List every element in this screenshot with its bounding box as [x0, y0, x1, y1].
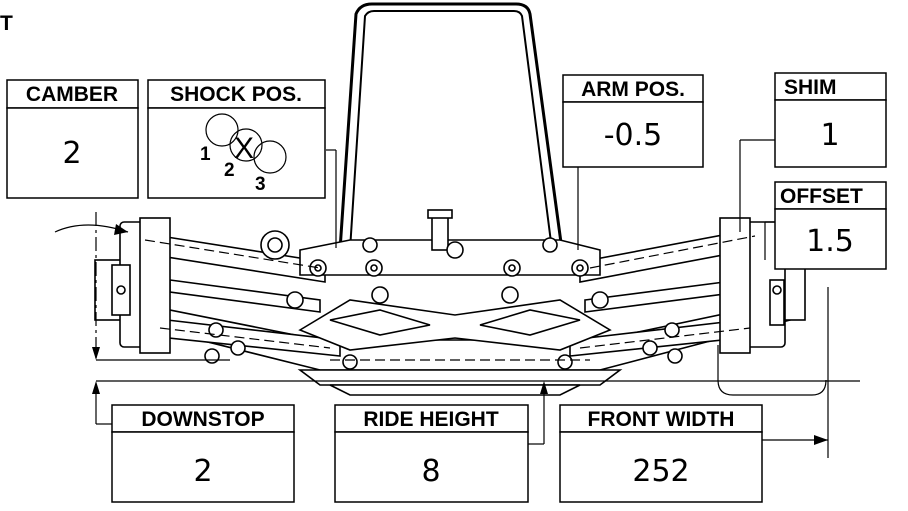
camber-label: CAMBER [26, 83, 118, 106]
front-width-label: FRONT WIDTH [588, 408, 735, 431]
downstop-box: DOWNSTOP 2 [111, 404, 295, 503]
ride-height-value-cell [334, 431, 529, 503]
shock-pos-marker: X [234, 132, 254, 165]
shim-value: 1 [820, 118, 839, 153]
shock-pos-box: SHOCK POS. X 1 2 3 [147, 79, 326, 199]
ride-height-header-cell [334, 404, 529, 433]
downstop-label: DOWNSTOP [141, 408, 264, 431]
camber-value-cell [6, 107, 139, 199]
downstop-header-cell [111, 404, 295, 433]
shock-hole-circles [205, 113, 287, 174]
camber-box: CAMBER 2 [6, 79, 139, 199]
offset-label: OFFSET [780, 185, 863, 208]
downstop-value: 2 [193, 454, 212, 489]
camber-value: 2 [62, 136, 81, 171]
dimension-lines [54, 139, 860, 458]
ride-height-value: 8 [421, 454, 440, 489]
shim-label: SHIM [784, 76, 837, 99]
front-width-value: 252 [632, 454, 689, 489]
ride-height-box: RIDE HEIGHT 8 [334, 404, 529, 503]
shock-pos-1: 1 [200, 144, 211, 165]
offset-value: 1.5 [806, 224, 854, 259]
shock-pos-label: SHOCK POS. [170, 83, 302, 106]
corner-label: T [0, 12, 13, 35]
arm-pos-label: ARM POS. [581, 78, 685, 101]
camber-header-cell [6, 79, 139, 109]
arm-pos-value: -0.5 [604, 118, 663, 153]
arm-pos-box: ARM POS. -0.5 [562, 74, 704, 168]
offset-value-cell [774, 208, 887, 270]
car-line-art [94, 2, 806, 396]
shim-box: SHIM 1 [774, 72, 887, 168]
front-width-box: FRONT WIDTH 252 [559, 404, 763, 503]
shock-pos-3: 3 [255, 174, 266, 195]
arm-pos-value-cell [562, 101, 704, 168]
front-width-header-cell [559, 404, 763, 433]
front-width-value-cell [559, 431, 763, 503]
ride-height-label: RIDE HEIGHT [363, 408, 499, 431]
downstop-value-cell [111, 431, 295, 503]
offset-box: OFFSET 1.5 [774, 181, 887, 270]
shock-pos-2: 2 [224, 160, 235, 181]
shim-value-cell [774, 99, 887, 168]
offset-header-cell [774, 181, 887, 210]
